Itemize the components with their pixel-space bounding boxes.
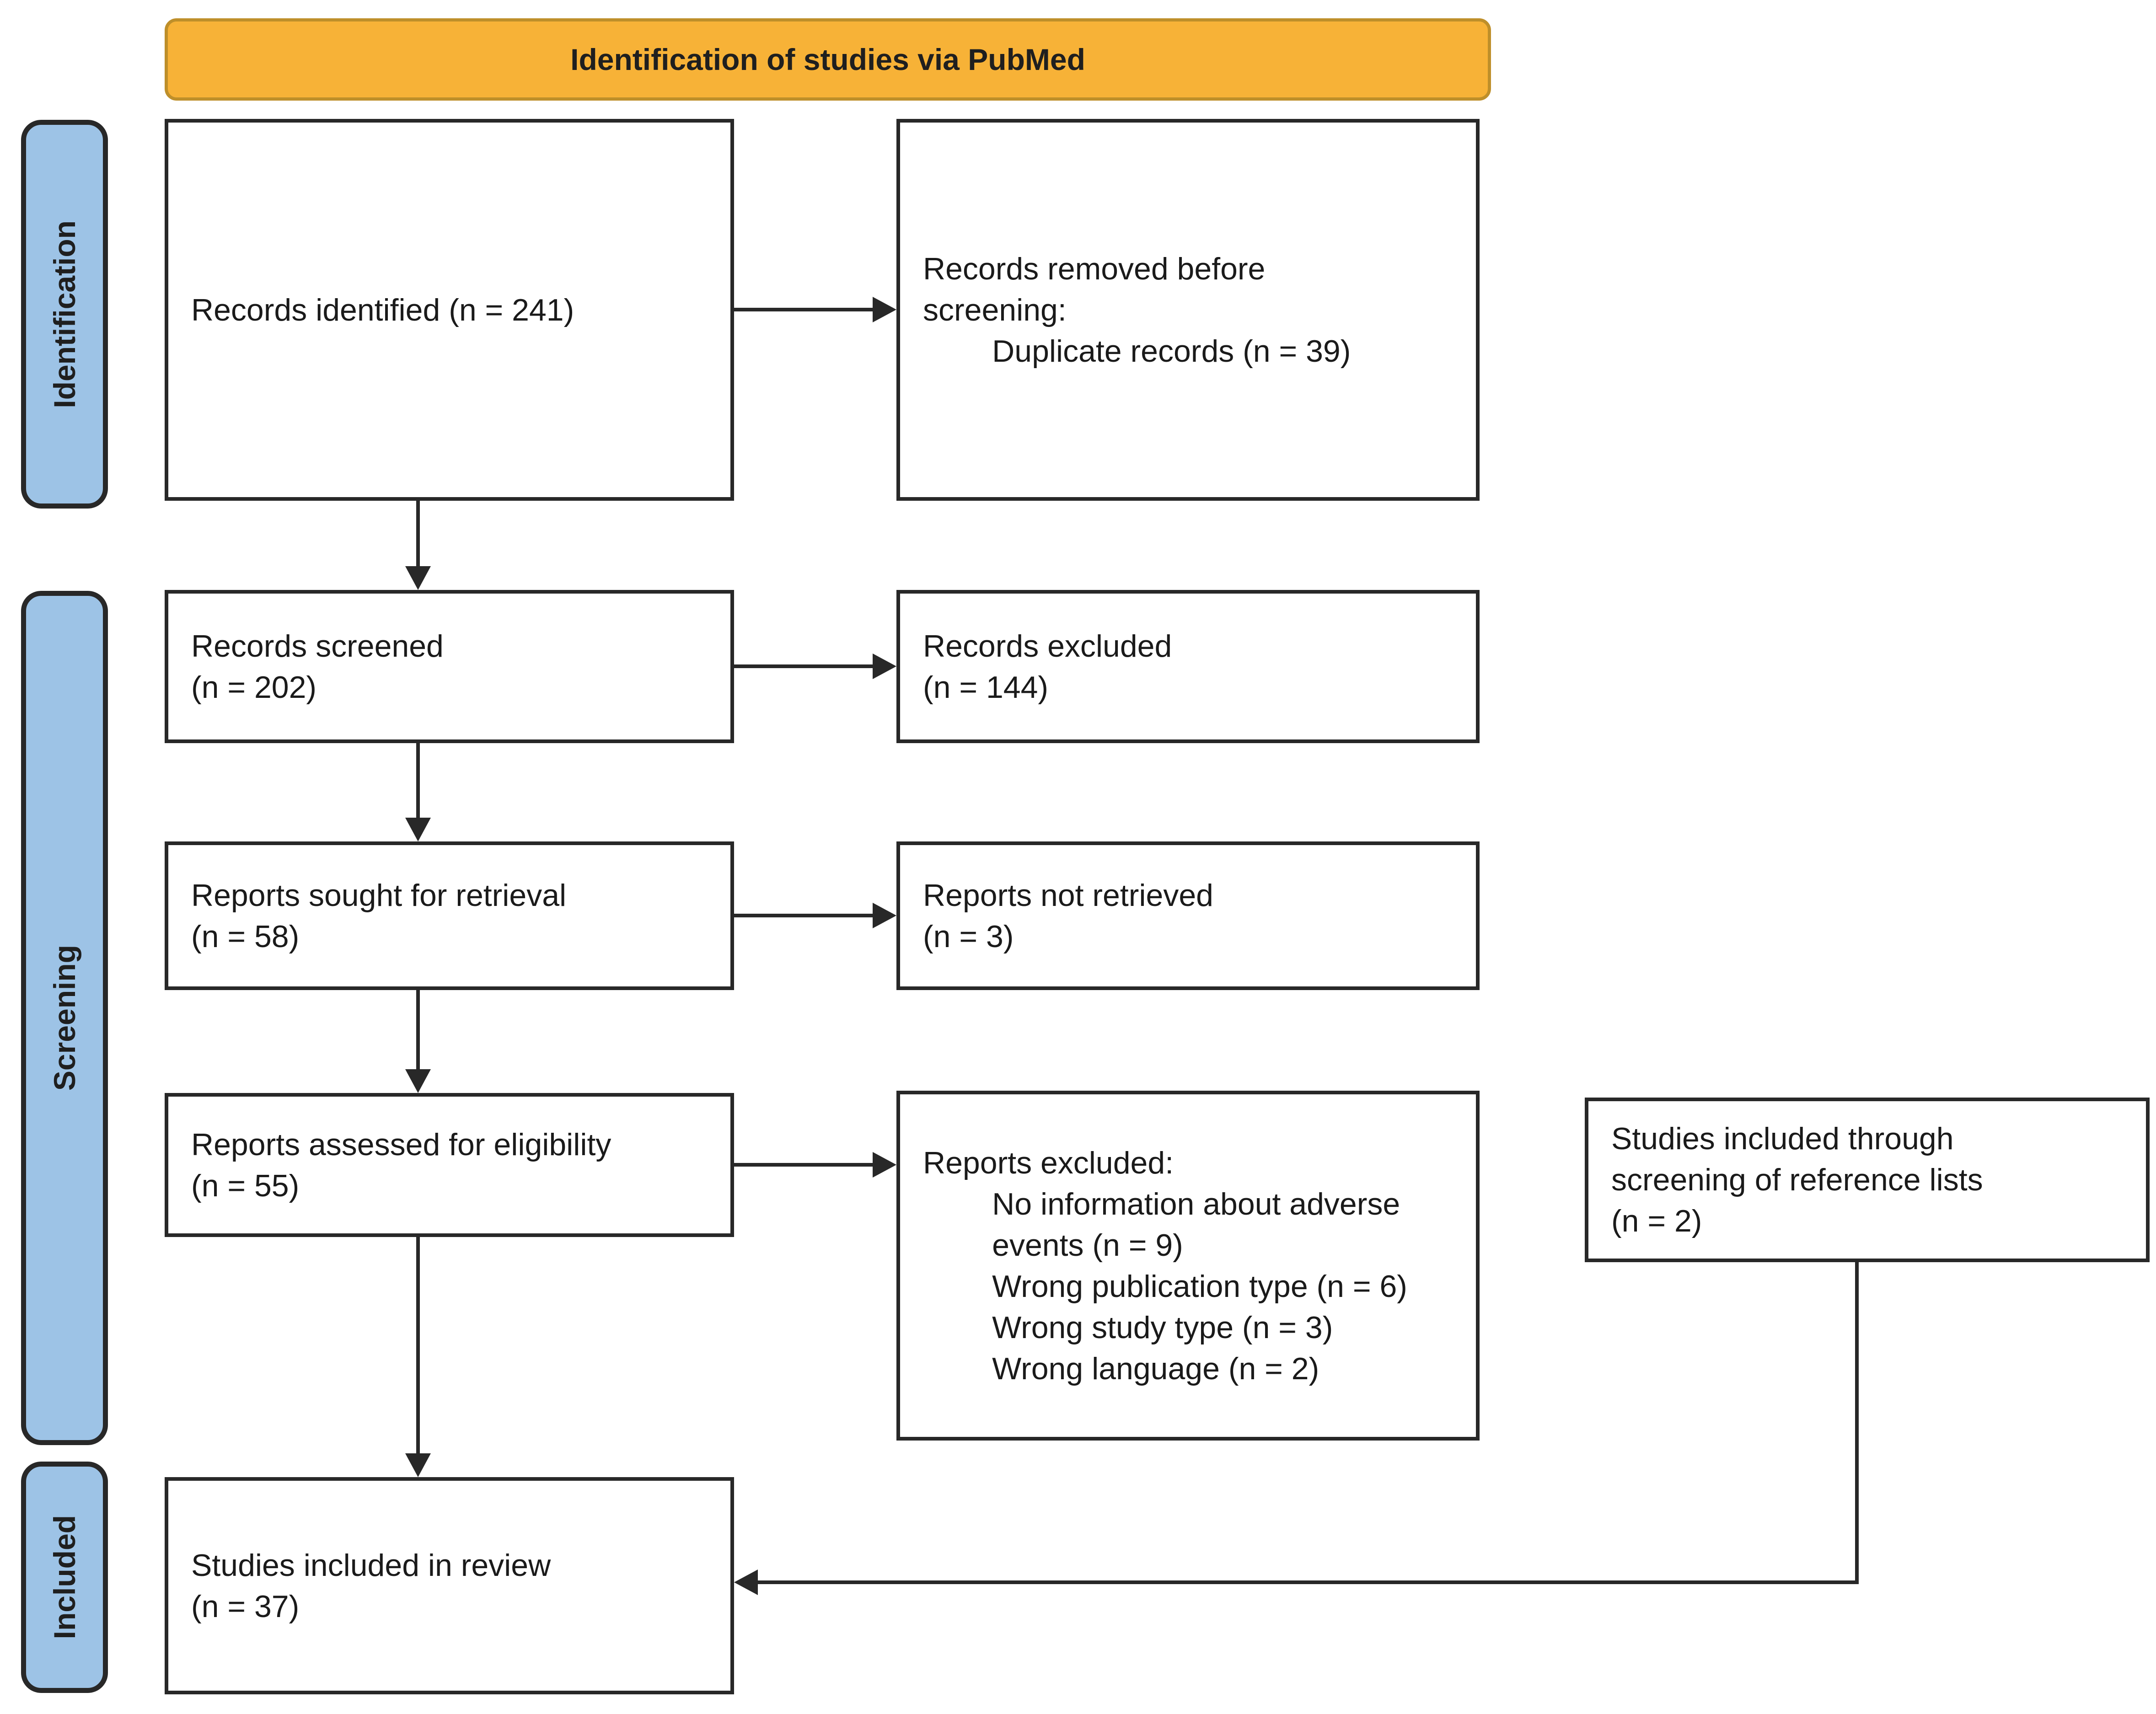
- box-records-excluded: Records excluded (n = 144): [896, 590, 1480, 743]
- records-identified-text: Records identified (n = 241): [191, 292, 574, 327]
- box-reports-sought-for-retrieval: Reports sought for retrieval (n = 58): [165, 841, 734, 990]
- arrow-screened-to-sought: [405, 743, 431, 841]
- arrow-identified-to-removed: [734, 297, 896, 322]
- stage-bar-included: Included: [21, 1462, 108, 1693]
- studies-included-refs-text: Studies included through screening of re…: [1611, 1121, 1983, 1238]
- arrow-sought-to-assessed: [405, 990, 431, 1093]
- arrow-assessed-to-included: [405, 1237, 431, 1477]
- studies-included-text: Studies included in review (n = 37): [191, 1548, 551, 1624]
- reports-not-retrieved-text: Reports not retrieved (n = 3): [923, 878, 1213, 954]
- reports-assessed-text: Reports assessed for eligibility (n = 55…: [191, 1127, 611, 1203]
- stage-label-included: Included: [48, 1515, 81, 1639]
- records-excluded-text: Records excluded (n = 144): [923, 628, 1172, 705]
- records-screened-text: Records screened (n = 202): [191, 628, 444, 705]
- records-removed-text: Records removed before screening: Duplic…: [923, 251, 1351, 369]
- stage-bar-identification: Identification: [21, 120, 108, 509]
- stage-label-identification: Identification: [48, 220, 81, 408]
- box-reports-assessed-for-eligibility: Reports assessed for eligibility (n = 55…: [165, 1093, 734, 1237]
- box-studies-included-in-review: Studies included in review (n = 37): [165, 1477, 734, 1694]
- box-reports-not-retrieved: Reports not retrieved (n = 3): [896, 841, 1480, 990]
- arrow-sought-to-not-retrieved: [734, 903, 896, 928]
- reports-sought-text: Reports sought for retrieval (n = 58): [191, 878, 567, 954]
- box-records-removed-before-screening: Records removed before screening: Duplic…: [896, 119, 1480, 501]
- box-records-identified: Records identified (n = 241): [165, 119, 734, 501]
- box-records-screened: Records screened (n = 202): [165, 590, 734, 743]
- arrow-identified-to-screened: [405, 501, 431, 590]
- stage-bar-screening: Screening: [21, 591, 108, 1445]
- stage-label-screening: Screening: [48, 945, 81, 1091]
- diagram-title: Identification of studies via PubMed: [570, 43, 1085, 76]
- reports-excluded-text: Reports excluded: No information about a…: [923, 1145, 1407, 1386]
- box-reports-excluded-reasons: Reports excluded: No information about a…: [896, 1091, 1480, 1441]
- arrow-reference-lists-to-included: [734, 1262, 1859, 1595]
- diagram-title-bar: Identification of studies via PubMed: [165, 18, 1491, 101]
- arrow-screened-to-excluded: [734, 653, 896, 679]
- arrow-assessed-to-reports-excluded: [734, 1152, 896, 1178]
- box-studies-included-via-reference-lists: Studies included through screening of re…: [1585, 1098, 2150, 1262]
